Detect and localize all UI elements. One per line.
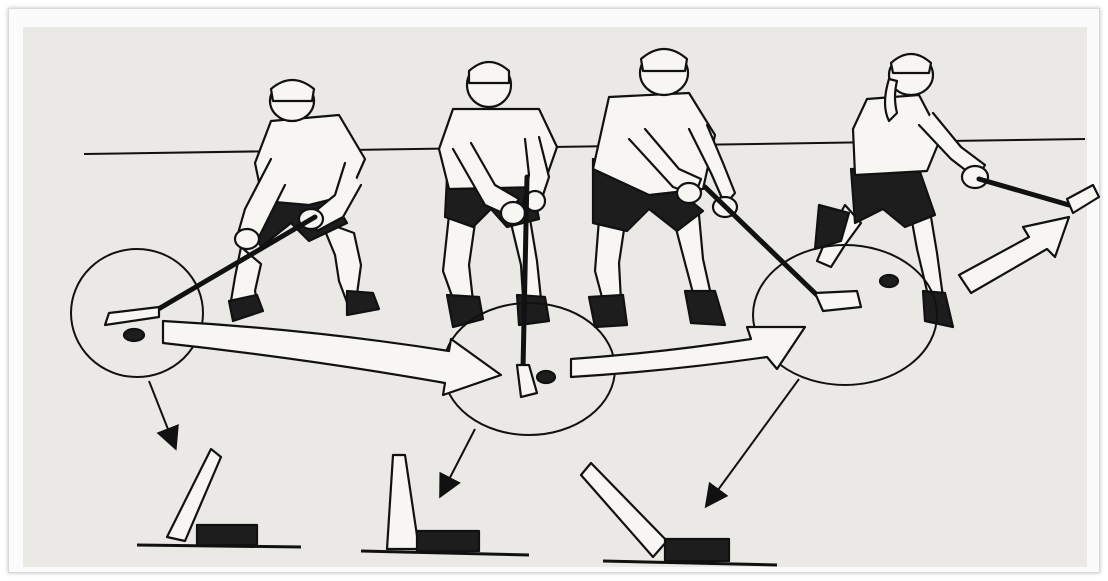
figure-frame: [8, 8, 1100, 573]
hockey-stickhandling-illustration: [9, 9, 1101, 574]
